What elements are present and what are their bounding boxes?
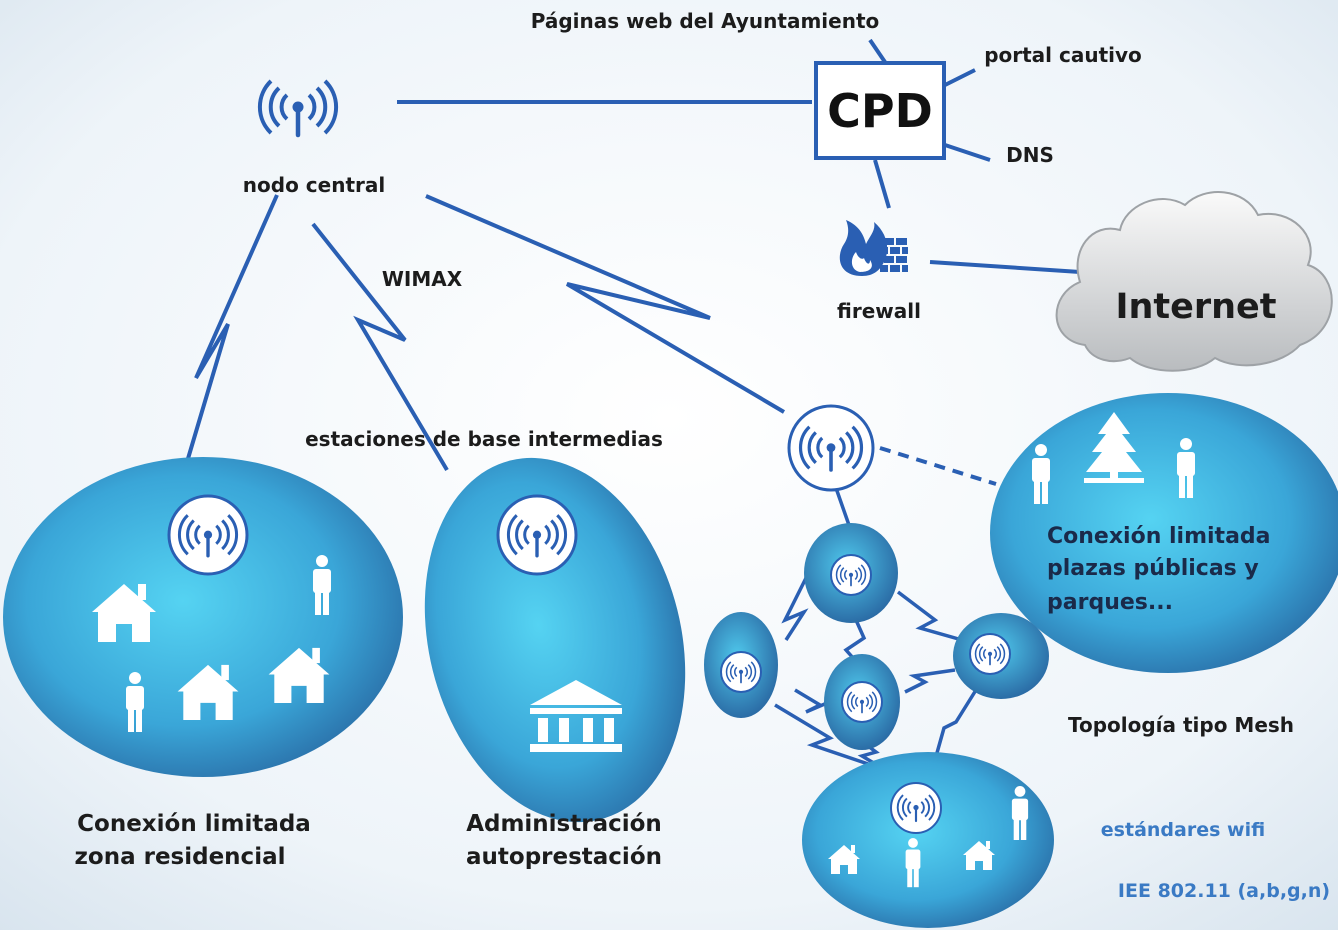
intermediate-label: estaciones de base intermedias [305, 427, 663, 451]
public-zone-bubble [990, 393, 1338, 673]
firewall-label: firewall [837, 299, 921, 323]
link-cpd-dns [944, 143, 991, 162]
residential-caption-line1: Conexión limitada [77, 811, 311, 837]
wimax-label: WIMAX [382, 267, 463, 291]
admin-caption-line1: Administración [466, 811, 662, 837]
government-building-icon [530, 680, 622, 752]
link-cpd-firewall [873, 159, 891, 209]
link-cpd-portal [944, 68, 976, 87]
public-zone-line2: plazas públicas y [1047, 556, 1259, 581]
mesh-link-h [933, 689, 978, 761]
cloud-icon [1055, 191, 1333, 372]
dns-label: DNS [1006, 143, 1054, 167]
link-central-residential [185, 194, 279, 463]
central-node-label: nodo central [243, 173, 385, 197]
header-label: Páginas web del Ayuntamiento [531, 9, 880, 33]
cpd-box [814, 61, 946, 160]
tree-icon [1084, 412, 1144, 483]
link-central-admin [311, 222, 449, 472]
residential-zone-bubble [3, 457, 403, 777]
mesh-node [824, 654, 900, 750]
mesh-node [804, 523, 898, 623]
link-firewall-internet [929, 260, 1081, 274]
wifi-standard: IEE 802.11 (a,b,g,n) [1118, 880, 1330, 902]
mesh-label: Topología tipo Mesh [1068, 713, 1294, 737]
mesh-link-f [774, 703, 881, 770]
public-zone-line3: parques... [1047, 590, 1173, 615]
link-cpd-web [868, 38, 889, 67]
link-intermediate-public [879, 446, 997, 486]
residential-caption-line2: zona residencial [75, 844, 286, 870]
cpd-label: CPD [827, 84, 933, 138]
admin-caption-line2: autoprestación [466, 844, 662, 870]
portal-label: portal cautivo [984, 43, 1142, 67]
mesh-link-d [794, 688, 835, 714]
link-intermediate-mesh [834, 487, 852, 529]
mesh-node [704, 612, 778, 718]
mesh-link-b [896, 590, 963, 642]
mesh-node [953, 613, 1049, 699]
public-zone-line1: Conexión limitada [1047, 524, 1271, 549]
admin-zone-bubble [424, 457, 686, 823]
internet-label: Internet [1115, 287, 1276, 327]
firewall-icon [839, 220, 908, 276]
mesh-zone-bubble [802, 752, 1054, 928]
link-central-intermediate [425, 194, 786, 414]
mesh-link-e [904, 668, 956, 694]
wifi-title: estándares wifi [1101, 819, 1265, 841]
mesh-link-a [781, 577, 809, 641]
